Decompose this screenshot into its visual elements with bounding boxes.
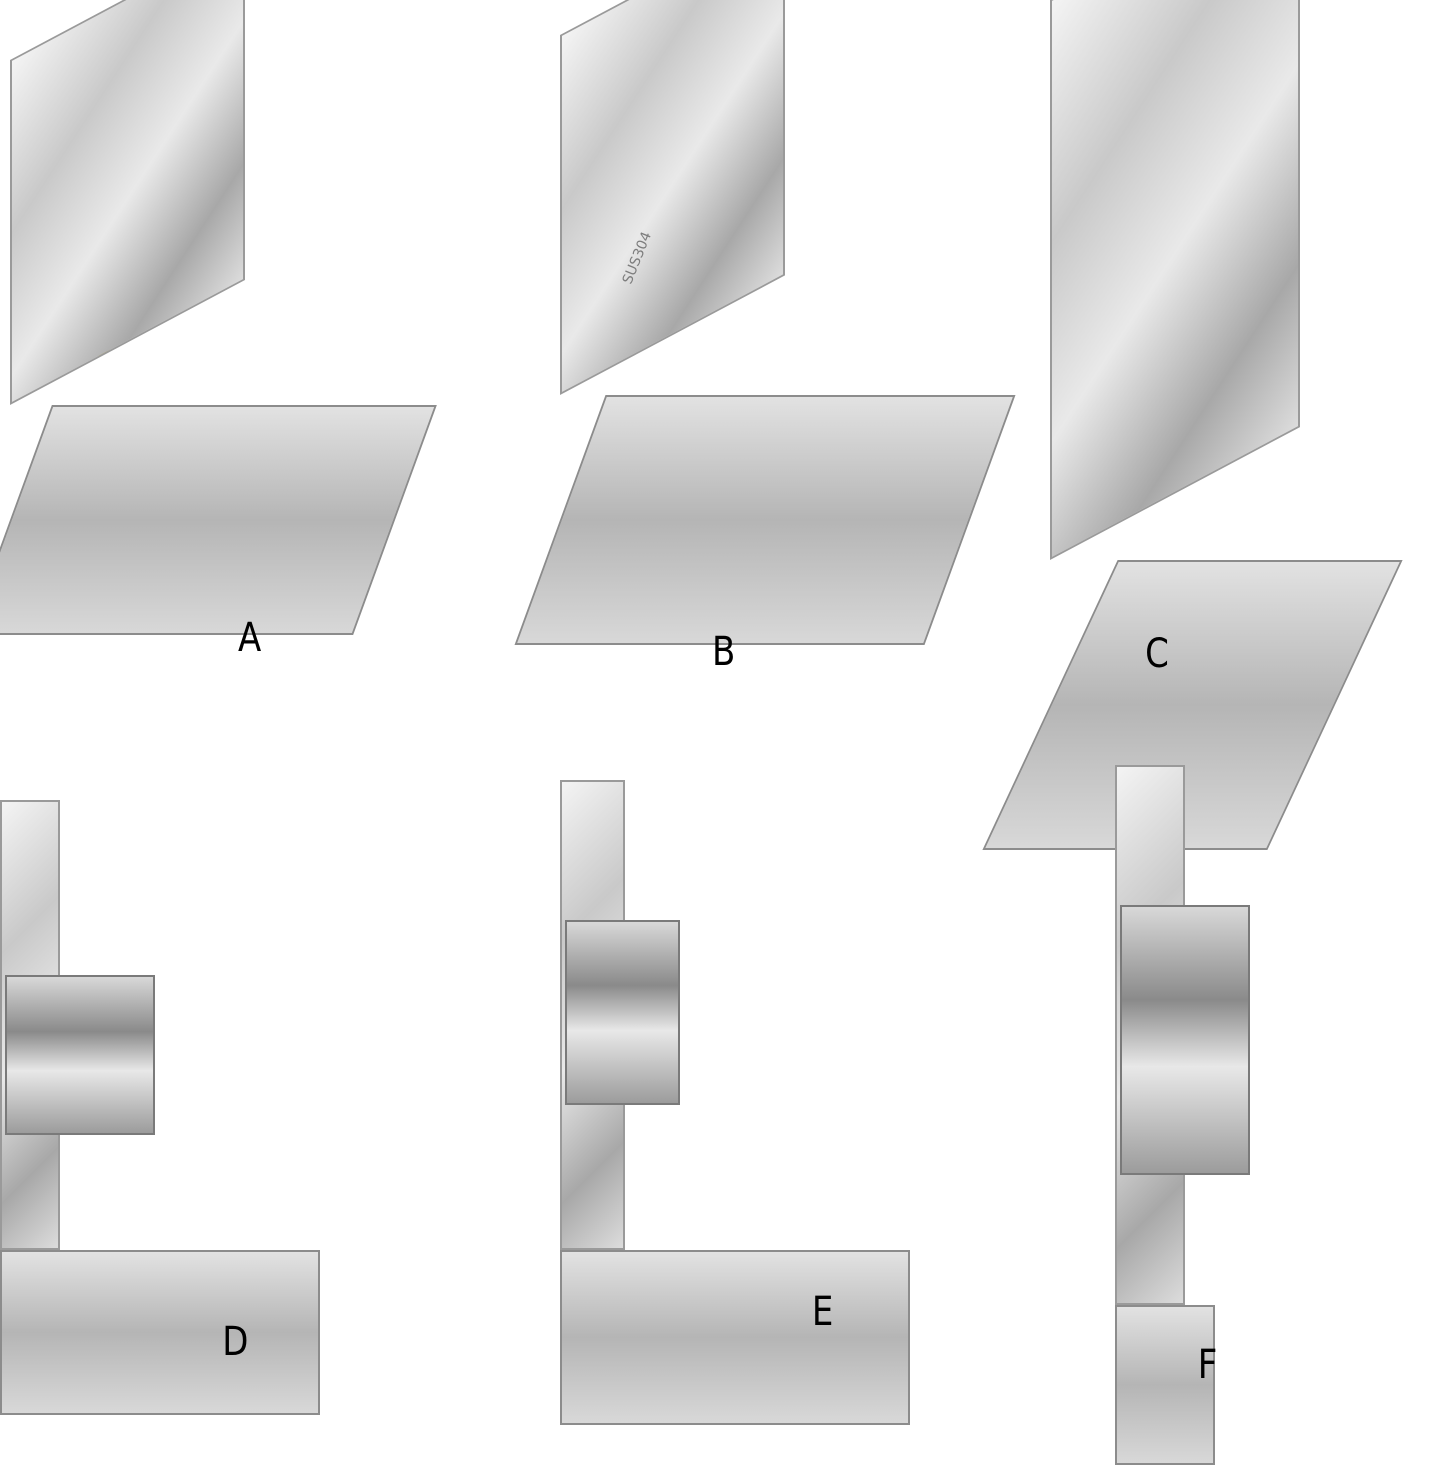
product-panel-a — [0, 0, 500, 635]
outlet-pipe — [1120, 905, 1250, 1175]
variant-label-d: D — [222, 1319, 249, 1365]
horizontal-grate-plate — [0, 405, 437, 635]
product-panel-b: SUS304 — [514, 0, 1030, 645]
variant-label-a: A — [238, 615, 262, 661]
horizontal-grate-plate — [560, 1250, 910, 1425]
horizontal-grate-plate — [0, 1250, 320, 1415]
product-panel-e — [560, 780, 1090, 1425]
variant-label-e: E — [811, 1289, 834, 1335]
product-panel-c — [982, 0, 1450, 850]
variant-label-c: C — [1145, 631, 1169, 677]
variant-label-f: F — [1197, 1342, 1218, 1388]
outlet-pipe — [5, 975, 155, 1135]
vertical-grate-plate — [10, 0, 245, 406]
product-panel-d — [0, 800, 560, 1415]
vertical-grate-plate — [560, 0, 785, 395]
product-panel-f — [1115, 765, 1435, 1465]
vertical-grate-plate — [1050, 0, 1300, 561]
variant-label-b: B — [712, 629, 736, 675]
horizontal-grate-plate — [514, 395, 1016, 645]
outlet-pipe — [565, 920, 680, 1105]
